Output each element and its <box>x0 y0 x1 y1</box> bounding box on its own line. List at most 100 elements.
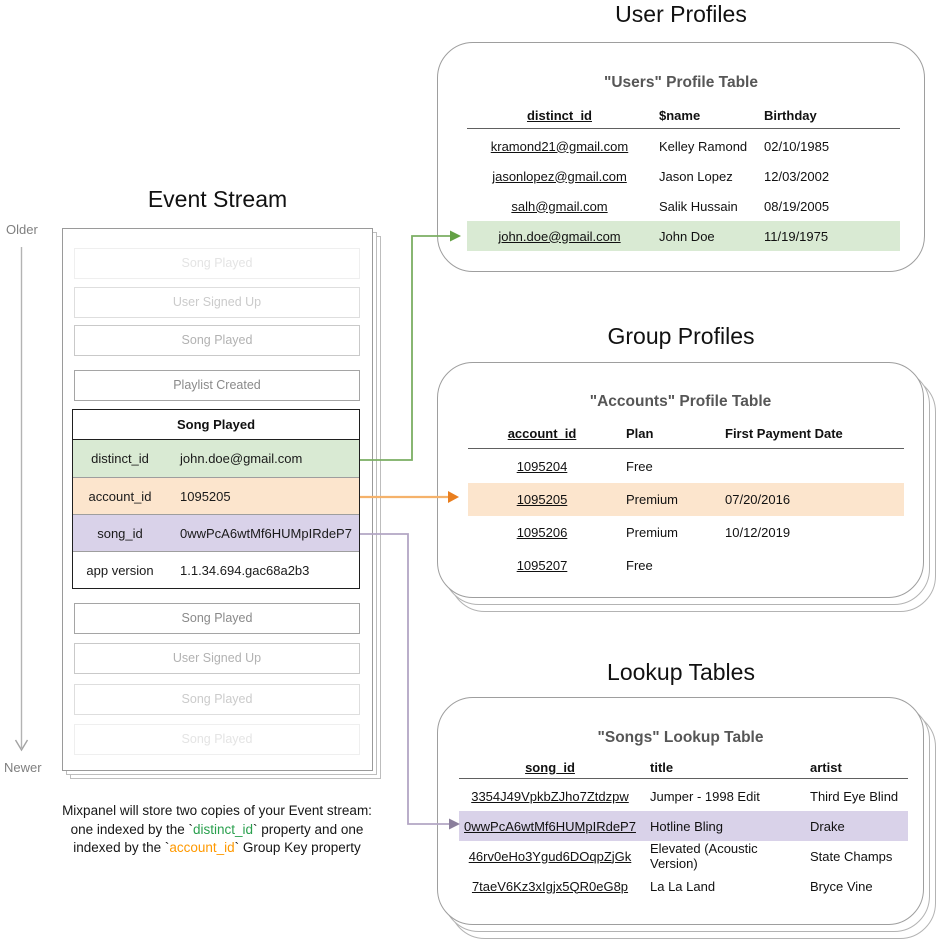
cell-artist: Bryce Vine <box>810 878 873 894</box>
column-header-first-payment-date: First Payment Date <box>725 425 843 441</box>
property-key: app version <box>86 562 154 578</box>
property-value: 0wwPcA6wtMf6HUMpIRdeP7 <box>180 525 352 541</box>
accounts-table-title: "Accounts" Profile Table <box>589 393 772 410</box>
cell-first-payment: 10/12/2019 <box>725 525 791 540</box>
table-row: 7taeV6Kz3xIgjx5QR0eG8p La La Land Bryce … <box>459 871 908 901</box>
cell-account-id: 1095204 <box>516 459 568 474</box>
lookup-tables-title: Lookup Tables <box>607 659 755 685</box>
column-header-artist: artist <box>810 759 842 775</box>
accounts-profile-card: "Accounts" Profile Table account_id Plan… <box>437 362 924 598</box>
property-value: 1095205 <box>180 488 231 504</box>
caption-text: ` property and one <box>253 821 364 837</box>
event-item: Song Played <box>74 603 360 634</box>
table-row: 3354J49VpkbZJho7Ztdzpw Jumper - 1998 Edi… <box>459 781 908 811</box>
users-table-title: "Users" Profile Table <box>604 74 758 91</box>
cell-account-id: 1095207 <box>516 558 568 573</box>
column-header-song-id: song_id <box>525 759 575 775</box>
newer-label: Newer <box>4 760 42 775</box>
event-item: Song Played <box>74 325 360 356</box>
caption-line-3: indexed by the `account_id` Group Key pr… <box>28 839 406 858</box>
column-header-account-id: account_id <box>507 425 577 441</box>
cell-title: Elevated (Acoustic Version) <box>650 841 758 871</box>
cell-birthday: 02/10/1985 <box>764 138 830 154</box>
cell-artist: State Champs <box>810 848 893 864</box>
table-row: 1095204 Free <box>468 450 904 483</box>
caption-line-1: Mixpanel will store two copies of your E… <box>62 803 372 818</box>
table-row: 46rv0eHo3Ygud6DOqpZjGk Elevated (Acousti… <box>459 841 908 871</box>
caption-text: ` Group Key property <box>234 840 361 856</box>
property-row-distinct-id: distinct_id john.doe@gmail.com <box>73 440 359 477</box>
column-header-title: title <box>650 759 674 775</box>
cell-song-id: 7taeV6Kz3xIgjx5QR0eG8p <box>471 878 629 894</box>
cell-name: John Doe <box>659 228 715 244</box>
caption-text: indexed by the ` <box>73 840 170 856</box>
cell-plan: Free <box>626 558 653 573</box>
event-stream-title: Event Stream <box>147 186 288 212</box>
table-row: kramond21@gmail.com Kelley Ramond 02/10/… <box>467 131 900 161</box>
songs-table-rows: 3354J49VpkbZJho7Ztdzpw Jumper - 1998 Edi… <box>459 781 908 901</box>
timeline-down-arrow-icon <box>14 739 29 752</box>
footnote-caption: Mixpanel will store two copies of your E… <box>28 802 406 858</box>
group-profiles-title: Group Profiles <box>607 323 755 349</box>
focused-event-card: Song Played distinct_id john.doe@gmail.c… <box>72 409 360 589</box>
header-rule <box>468 448 904 449</box>
cell-song-id: 0wwPcA6wtMf6HUMpIRdeP7 <box>464 818 636 834</box>
table-row: salh@gmail.com Salik Hussain 08/19/2005 <box>467 191 900 221</box>
cell-title: La La Land <box>650 878 716 894</box>
property-row-app-version: app version 1.1.34.694.gac68a2b3 <box>73 551 359 588</box>
event-name-header: Song Played <box>73 410 359 440</box>
event-item: Song Played <box>74 684 360 715</box>
songs-lookup-card: "Songs" Lookup Table song_id title artis… <box>437 697 924 925</box>
cell-distinct-id: john.doe@gmail.com <box>498 228 621 244</box>
property-row-song-id: song_id 0wwPcA6wtMf6HUMpIRdeP7 <box>73 514 359 551</box>
distinct-id-code: distinct_id <box>192 821 254 837</box>
property-row-account-id: account_id 1095205 <box>73 477 359 514</box>
cell-birthday: 11/19/1975 <box>764 228 829 244</box>
cell-title: Hotline Bling <box>650 818 723 834</box>
users-table-header: distinct_id $name Birthday <box>467 103 900 127</box>
cell-title: Jumper - 1998 Edit <box>650 788 760 804</box>
account-id-code: account_id <box>169 840 235 856</box>
users-table-rows: kramond21@gmail.com Kelley Ramond 02/10/… <box>467 131 900 251</box>
event-item: Playlist Created <box>74 370 360 401</box>
cell-artist: Third Eye Blind <box>810 788 899 804</box>
table-row: jasonlopez@gmail.com Jason Lopez 12/03/2… <box>467 161 900 191</box>
event-item: Song Played <box>74 248 360 279</box>
cell-distinct-id: jasonlopez@gmail.com <box>492 168 627 184</box>
cell-first-payment: 07/20/2016 <box>725 492 791 507</box>
table-row-highlighted: 0wwPcA6wtMf6HUMpIRdeP7 Hotline Bling Dra… <box>459 811 908 841</box>
table-row: 1095207 Free <box>468 549 904 582</box>
caption-line-2: one indexed by the `distinct_id` propert… <box>28 821 406 840</box>
accounts-table-rows: 1095204 Free 1095205 Premium 07/20/2016 … <box>468 450 904 582</box>
column-header-plan: Plan <box>626 425 654 441</box>
cell-name: Kelley Ramond <box>659 138 748 154</box>
column-header-distinct-id: distinct_id <box>526 107 592 123</box>
cell-name: Salik Hussain <box>659 198 738 214</box>
cell-artist: Drake <box>810 818 845 834</box>
property-key: distinct_id <box>91 451 149 466</box>
cell-song-id: 3354J49VpkbZJho7Ztdzpw <box>471 788 629 804</box>
cell-account-id: 1095205 <box>516 492 568 507</box>
cell-account-id: 1095206 <box>516 525 568 540</box>
songs-table-header: song_id title artist <box>459 755 908 779</box>
event-item: User Signed Up <box>74 643 360 674</box>
property-key: account_id <box>88 488 152 504</box>
cell-song-id: 46rv0eHo3Ygud6DOqpZjGk <box>468 848 632 864</box>
user-profiles-title: User Profiles <box>615 1 747 27</box>
table-row-highlighted: john.doe@gmail.com John Doe 11/19/1975 <box>467 221 900 251</box>
property-key: song_id <box>97 525 143 541</box>
cell-plan: Premium <box>626 525 679 540</box>
accounts-table-header: account_id Plan First Payment Date <box>468 421 904 445</box>
table-row-highlighted: 1095205 Premium 07/20/2016 <box>468 483 904 516</box>
older-label: Older <box>6 222 38 237</box>
column-header-name: $name <box>659 107 701 123</box>
property-value: john.doe@gmail.com <box>180 451 303 466</box>
column-header-birthday: Birthday <box>764 107 817 123</box>
table-row: 1095206 Premium 10/12/2019 <box>468 516 904 549</box>
cell-plan: Premium <box>626 492 679 507</box>
cell-distinct-id: salh@gmail.com <box>511 198 608 214</box>
header-rule <box>467 128 900 129</box>
cell-birthday: 08/19/2005 <box>764 198 830 214</box>
event-item: User Signed Up <box>74 287 360 318</box>
event-item: Song Played <box>74 724 360 755</box>
